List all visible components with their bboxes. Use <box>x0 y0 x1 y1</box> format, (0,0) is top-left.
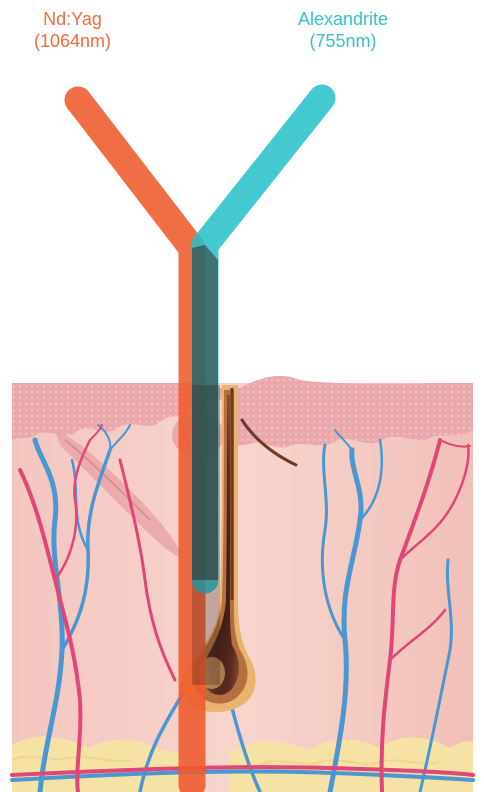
beam-overlap <box>192 245 220 685</box>
